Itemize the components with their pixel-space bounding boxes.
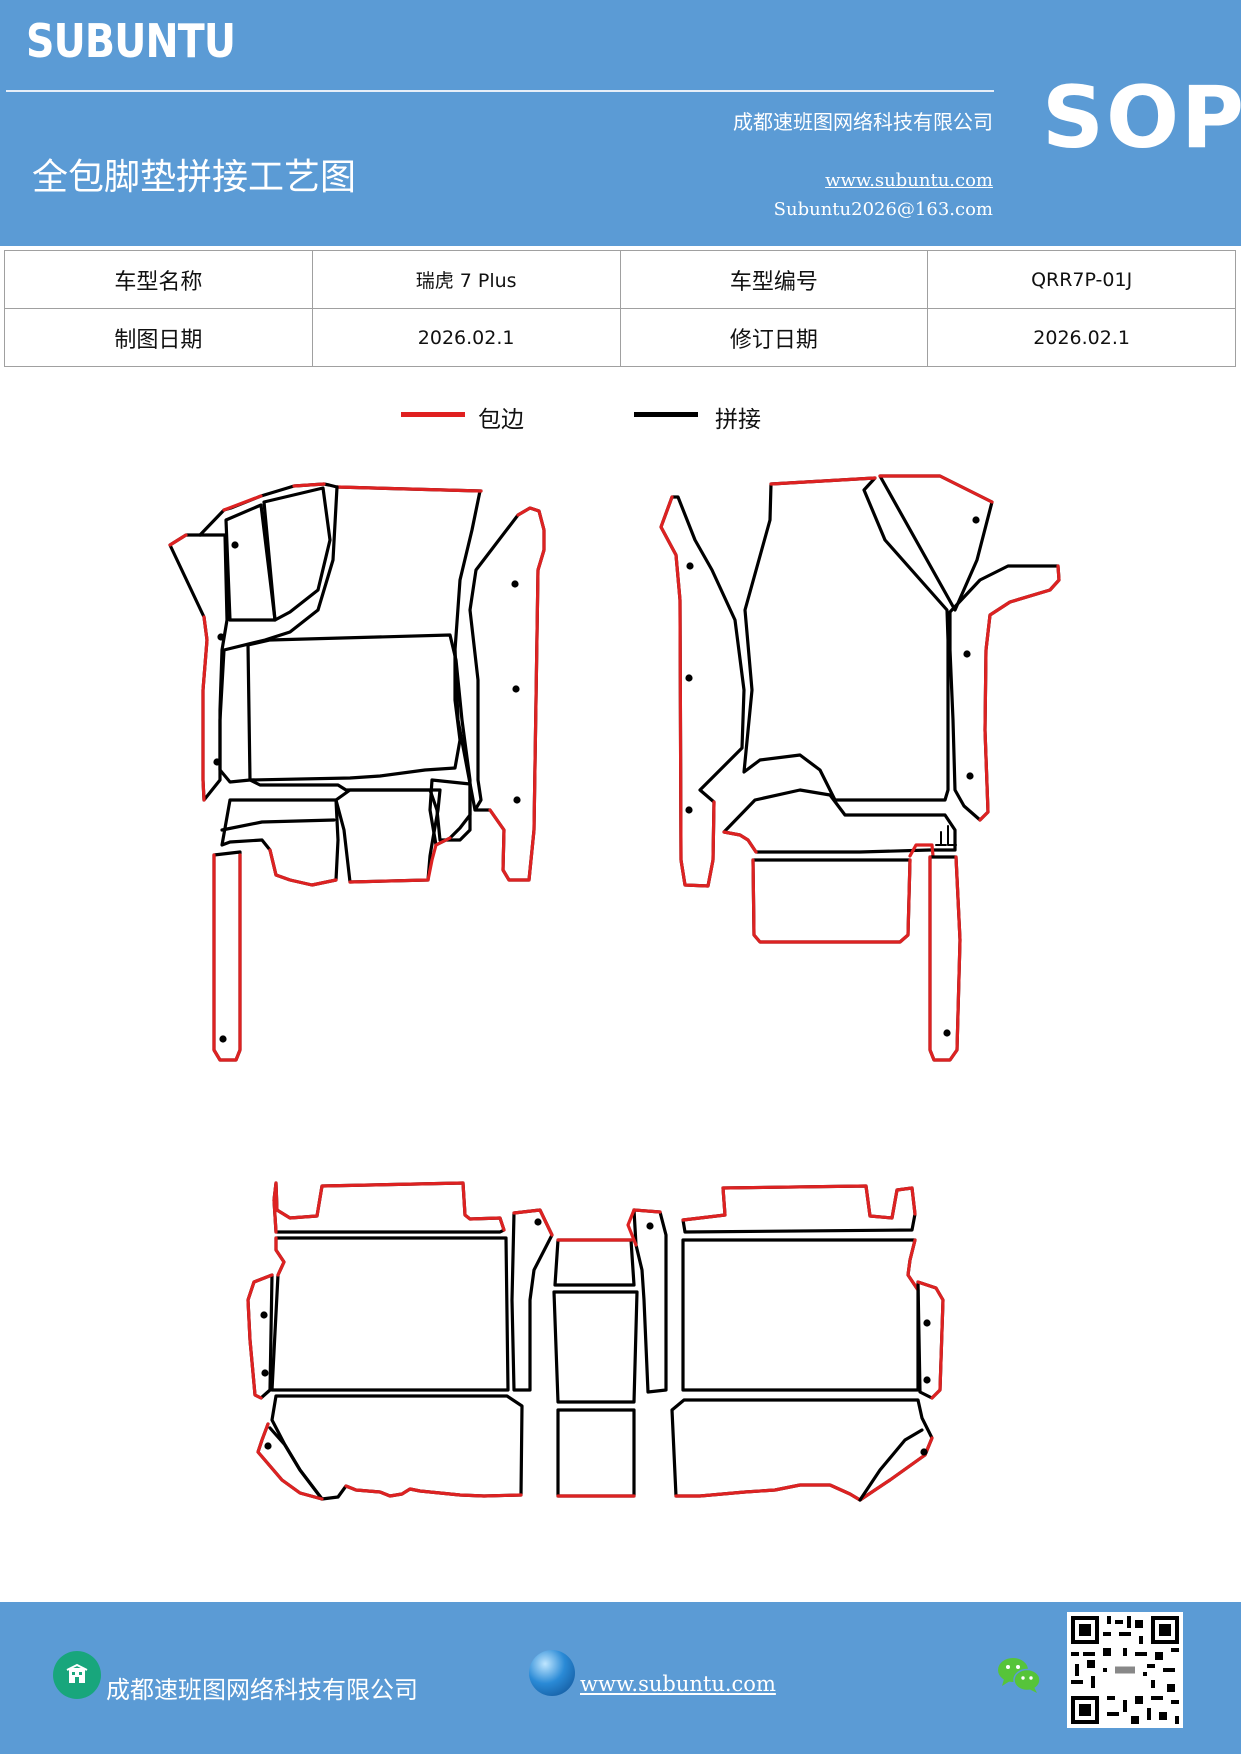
legend-join-swatch (634, 412, 698, 417)
floor-mat-diagram (168, 474, 1061, 1502)
revise-date-label: 修订日期 (619, 308, 929, 367)
revise-date-value: 2026.02.1 (927, 308, 1236, 367)
model-code-label: 车型编号 (619, 250, 929, 309)
rear-right-mat (626, 1184, 945, 1502)
model-name-label: 车型名称 (4, 250, 313, 309)
legend-edge-label: 包边 (478, 407, 524, 433)
header-divider (6, 90, 994, 92)
model-name-value: 瑞虎 7 Plus (311, 250, 621, 309)
sop-label: SOP (1042, 68, 1241, 168)
legend-join-label: 拼接 (715, 407, 761, 433)
header-banner: SUBUNTU 成都速班图网络科技有限公司 全包脚垫拼接工艺图 www.subu… (0, 0, 1241, 246)
header-website-link[interactable]: www.subuntu.com (825, 170, 993, 191)
front-right-mat (659, 474, 1061, 1062)
building-icon (53, 1651, 101, 1699)
draw-date-value: 2026.02.1 (311, 308, 621, 367)
globe-icon (529, 1650, 575, 1696)
table-row: 制图日期 2026.02.1 修订日期 2026.02.1 (4, 308, 1236, 367)
qr-code (1067, 1612, 1183, 1728)
legend-edge-swatch (401, 412, 465, 417)
model-code-value: QRR7P-01J (927, 250, 1236, 309)
draw-date-label: 制图日期 (4, 308, 313, 367)
page-title: 全包脚垫拼接工艺图 (32, 157, 357, 198)
front-left-mat (168, 482, 546, 1062)
footer-website-link[interactable]: www.subuntu.com (580, 1672, 776, 1696)
header-email: Subuntu2026@163.com (773, 199, 993, 220)
footer-banner: 成都速班图网络科技有限公司 www.subuntu.com (0, 1602, 1241, 1754)
header-company: 成都速班图网络科技有限公司 (733, 110, 993, 134)
rear-left-mat (246, 1181, 554, 1501)
legend: 包边 拼接 (0, 400, 1241, 440)
brand-logo: SUBUNTU (26, 14, 236, 68)
table-row: 车型名称 瑞虎 7 Plus 车型编号 QRR7P-01J (4, 250, 1236, 309)
info-table: 车型名称 瑞虎 7 Plus 车型编号 QRR7P-01J 制图日期 2026.… (4, 250, 1236, 367)
footer-company: 成都速班图网络科技有限公司 (106, 1676, 418, 1704)
rear-center-mat (552, 1238, 639, 1498)
wechat-icon (998, 1658, 1041, 1693)
